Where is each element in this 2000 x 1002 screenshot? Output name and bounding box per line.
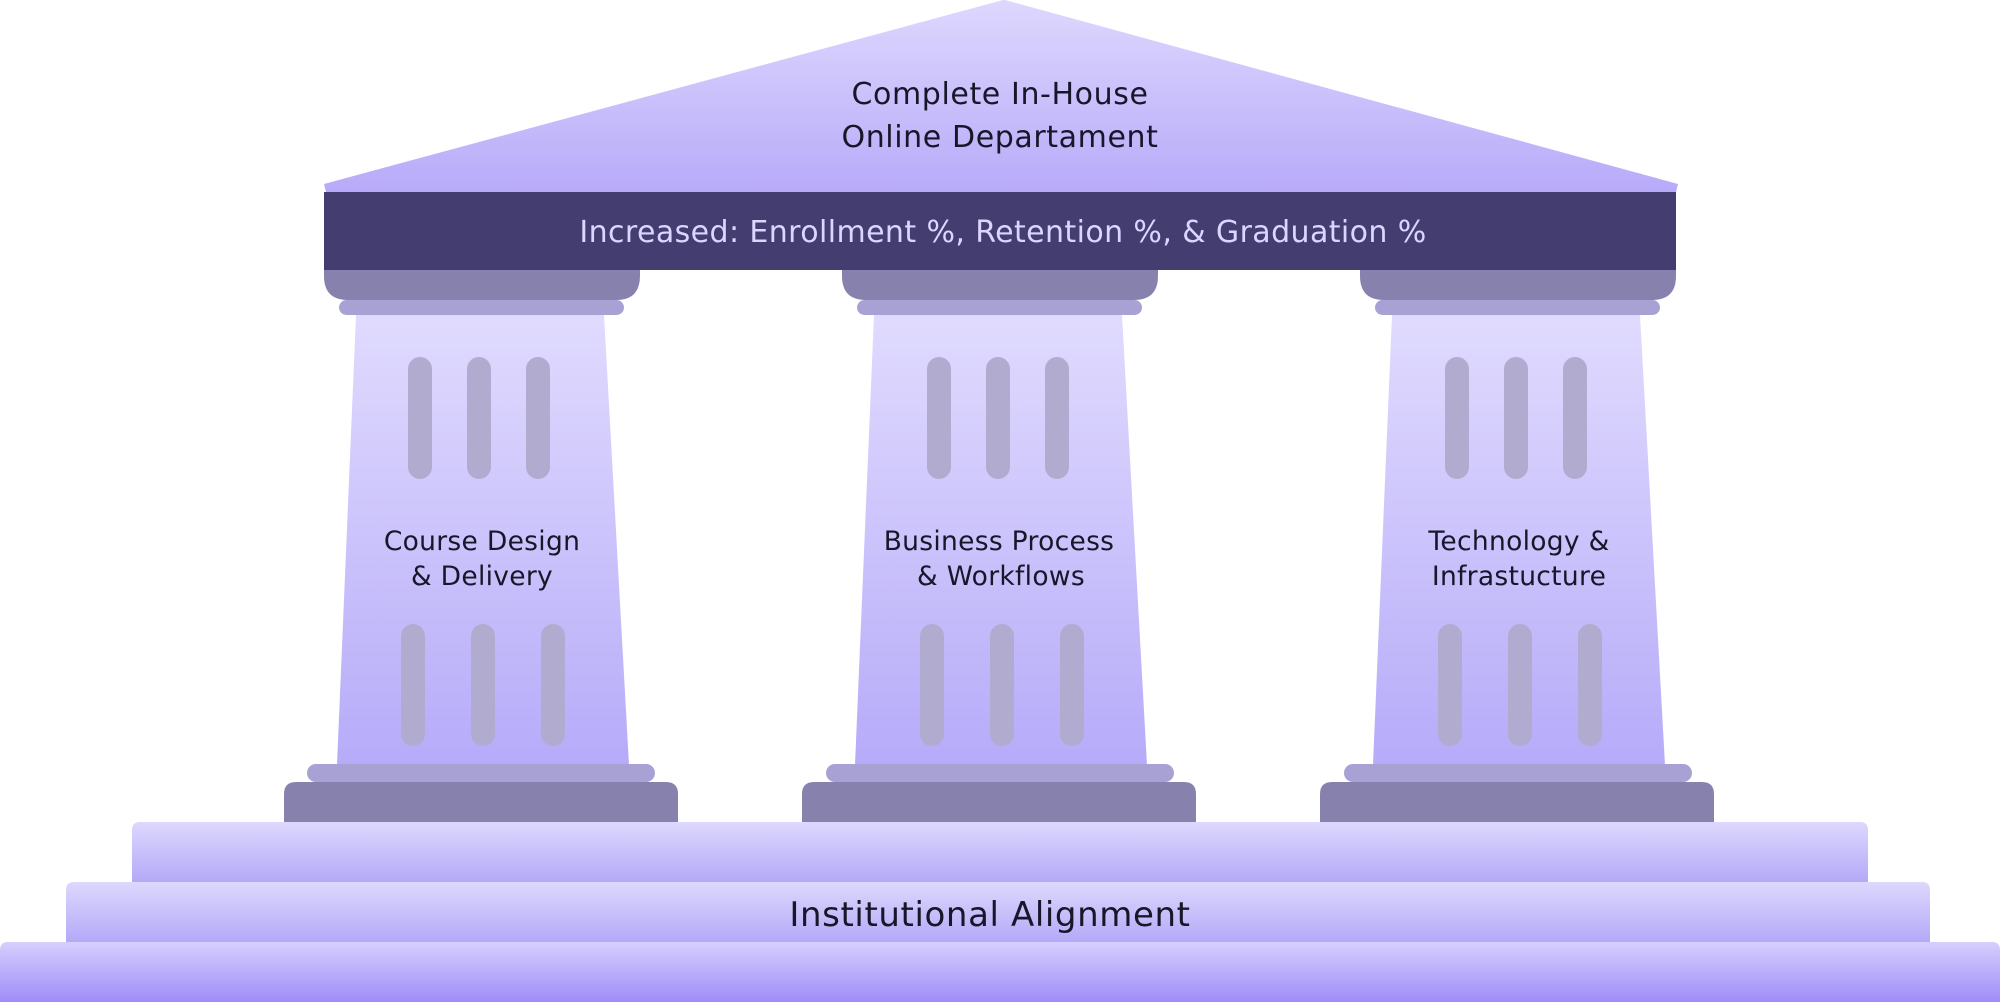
pillar-capital-ring: [339, 300, 624, 315]
pillar-flute: [1445, 357, 1469, 479]
pillar-flute: [467, 357, 491, 479]
pillar-flute: [1508, 624, 1532, 746]
pillar-base-ring: [307, 764, 655, 782]
pillar-base-ring: [826, 764, 1174, 782]
pillar-course-design: Course Design & Delivery: [284, 270, 678, 824]
pillar-flute: [920, 624, 944, 746]
banner-label: Increased: Enrollment %, Retention %, & …: [579, 215, 1426, 250]
roof-title-line2: Online Departament: [841, 120, 1158, 155]
foundation-step-top: [132, 822, 1868, 882]
roof-triangle: [324, 0, 1678, 192]
pillar-flute: [471, 624, 495, 746]
pillar-flute: [401, 624, 425, 746]
pillar-flute: [1438, 624, 1462, 746]
roof-title-line1: Complete In-House: [851, 77, 1148, 112]
pillar-label-line1: Business Process: [884, 526, 1115, 557]
pillar-flute: [986, 357, 1010, 479]
pillar-capital: [842, 270, 1158, 300]
pillar-flute: [1504, 357, 1528, 479]
pillar-label-line1: Technology &: [1427, 526, 1609, 557]
roof-pediment: Complete In-House Online Departament: [324, 0, 1678, 192]
pillar-plinth: [1320, 782, 1714, 824]
pillar-label-line2: Infrastucture: [1432, 561, 1606, 592]
pillar-capital: [324, 270, 640, 300]
pillar-label-line2: & Delivery: [411, 561, 553, 592]
pillar-business-process: Business Process & Workflows: [802, 270, 1196, 824]
pillar-flute: [1563, 357, 1587, 479]
pillar-plinth: [802, 782, 1196, 824]
pillar-capital-ring: [857, 300, 1142, 315]
pillar-flute: [541, 624, 565, 746]
foundation-step-middle: [66, 882, 1930, 942]
pillar-flute: [927, 357, 951, 479]
pillar-base-ring: [1344, 764, 1692, 782]
pillar-flute: [1045, 357, 1069, 479]
pillar-flute: [1060, 624, 1084, 746]
pillar-capital: [1360, 270, 1676, 300]
banner-bar: [324, 192, 1676, 270]
pillar-flute: [1578, 624, 1602, 746]
pillar-capital-ring: [1375, 300, 1660, 315]
pillar-flute: [526, 357, 550, 479]
pillar-label-line2: & Workflows: [917, 561, 1085, 592]
outcome-banner: Increased: Enrollment %, Retention %, & …: [324, 192, 1676, 270]
foundation-label: Institutional Alignment: [789, 895, 1190, 935]
pillar-technology: Technology & Infrastucture: [1320, 270, 1714, 824]
pillar-flute: [990, 624, 1014, 746]
pillar-plinth: [284, 782, 678, 824]
pillar-label-line1: Course Design: [384, 526, 580, 557]
foundation-steps: Institutional Alignment: [0, 822, 2000, 1002]
foundation-step-bottom: [0, 942, 2000, 1002]
pillar-flute: [408, 357, 432, 479]
